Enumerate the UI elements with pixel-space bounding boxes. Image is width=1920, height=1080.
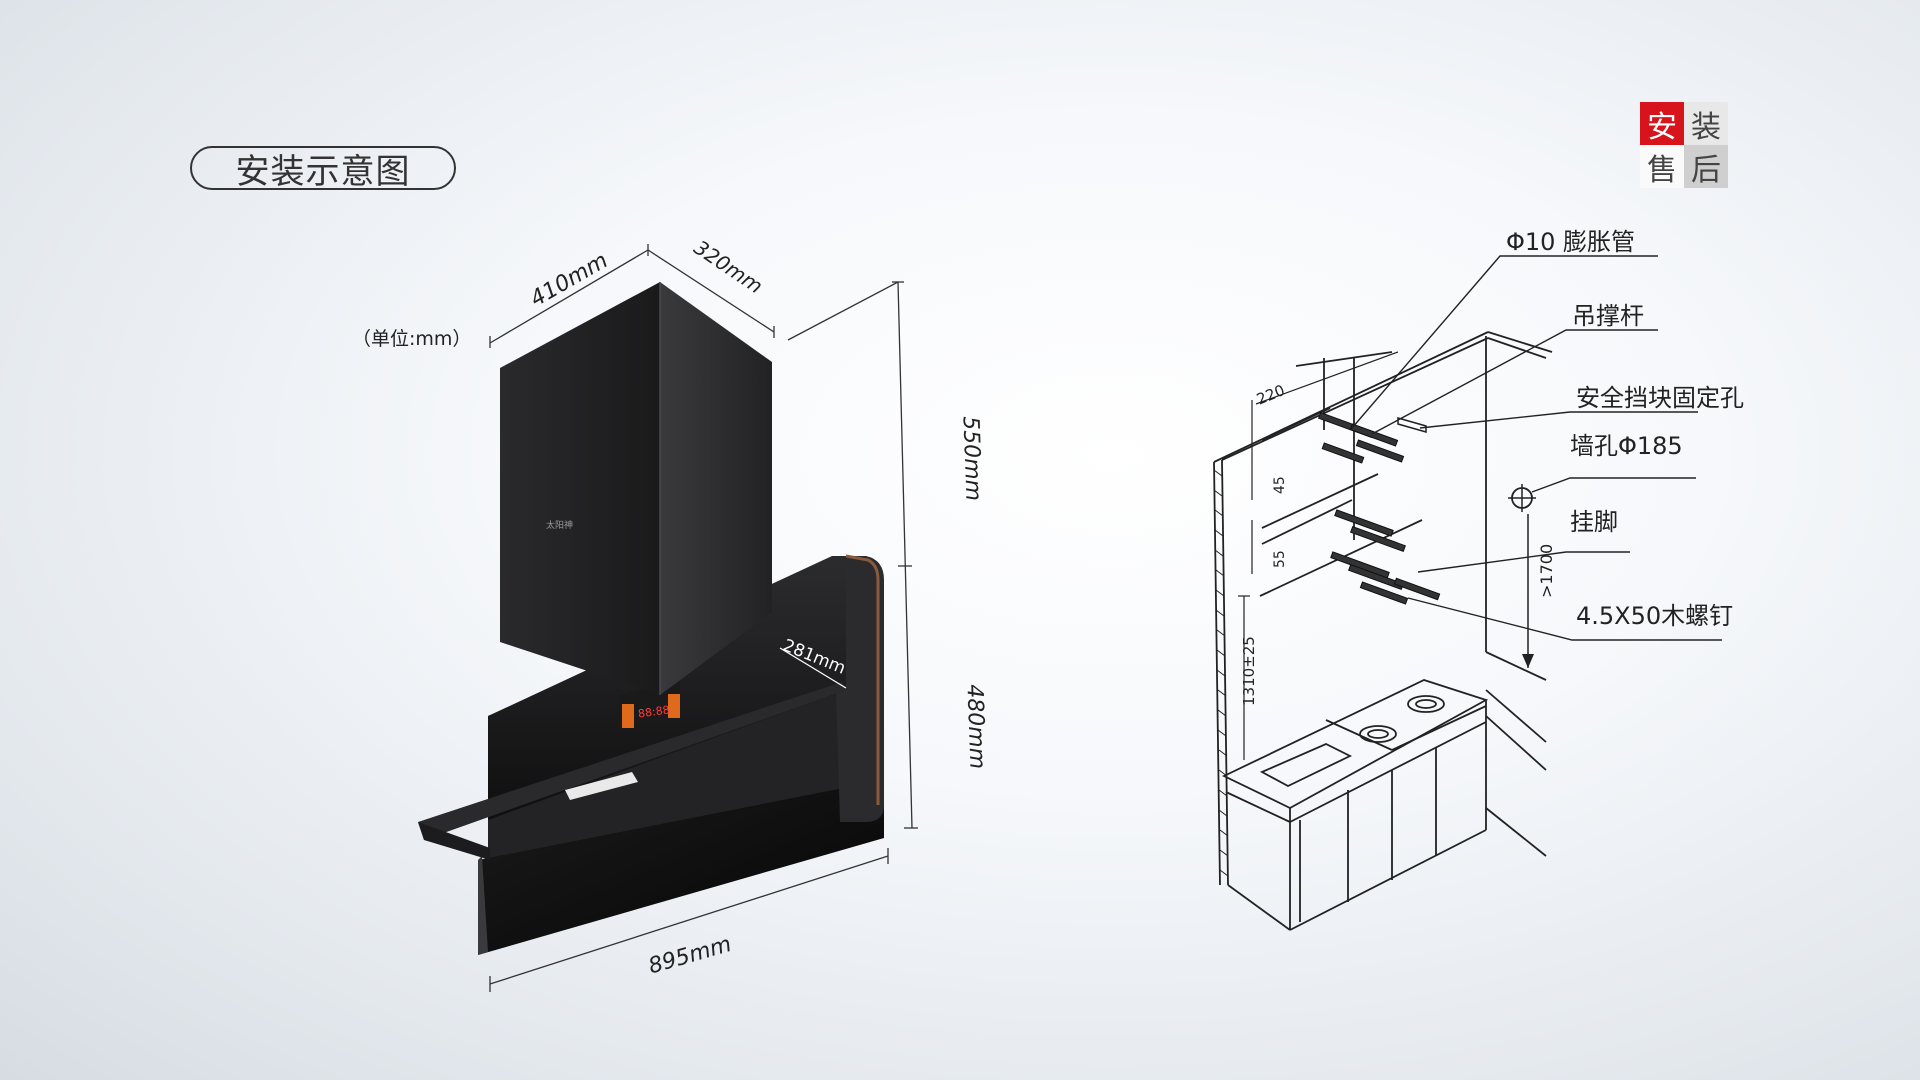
dim-550: 550mm [958, 416, 986, 502]
label-wall-hole: 墙孔Φ185 [1570, 432, 1683, 460]
chimney-left-face [500, 282, 660, 695]
brand-logo: 太阳神 [546, 519, 573, 531]
label-hanging-foot: 挂脚 [1570, 508, 1618, 536]
display-digits: 88:88 [637, 703, 670, 720]
dim-480: 480mm [962, 684, 990, 770]
light-strip [565, 772, 638, 800]
label-wood-screw: 4.5X50木螺钉 [1576, 602, 1733, 630]
hood-lower-lip [418, 682, 846, 840]
chimney-right-face [660, 282, 772, 695]
badge-cell-1: 安 [1640, 102, 1684, 145]
dim-220: 220 [1254, 381, 1287, 408]
mounting-bolts [1318, 411, 1441, 605]
badge-cell-2: 装 [1684, 102, 1728, 145]
badge-cell-3: 售 [1640, 145, 1684, 188]
unit-note: （单位:mm） [352, 328, 471, 350]
display-orange-left [622, 704, 634, 728]
badge-cell-4: 后 [1684, 145, 1728, 188]
dim-55: 55 [1272, 550, 1288, 568]
dim-1700: >1700 [1537, 544, 1556, 598]
label-expansion-pipe: Φ10 膨胀管 [1506, 228, 1635, 256]
dim-45: 45 [1272, 476, 1288, 494]
service-badge: 安 装 售 后 [1640, 102, 1728, 188]
display-orange-right [668, 694, 680, 718]
page-title: 安装示意图 [190, 146, 456, 192]
hanging-bracket [1397, 417, 1427, 433]
label-hanger-rod: 吊撑杆 [1572, 302, 1644, 330]
label-safety-block: 安全挡块固定孔 [1576, 384, 1744, 412]
hood-lower-glass [478, 780, 884, 955]
dim-1310: 1310±25 [1240, 636, 1258, 706]
